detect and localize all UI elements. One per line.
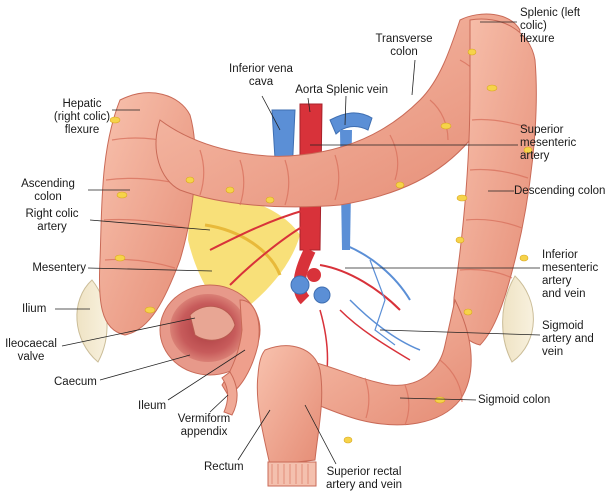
label-ilium: Ilium bbox=[22, 303, 47, 315]
label-mesentery: Mesentery bbox=[32, 262, 86, 274]
label-sigmoid-artery-vein: Sigmoid artery and vein bbox=[542, 320, 594, 358]
label-aorta: Aorta bbox=[295, 84, 323, 96]
label-superior-mesenteric-artery: Superior mesenteric artery bbox=[520, 124, 577, 162]
ileocaecal-valve bbox=[189, 305, 236, 341]
rectum bbox=[256, 345, 323, 466]
caecum bbox=[159, 284, 261, 376]
ileum bbox=[221, 299, 260, 396]
label-inferior-vena-cava: Inferior vena cava bbox=[229, 63, 293, 88]
label-vermiform-appendix: Vermiform appendix bbox=[177, 413, 231, 438]
label-sigmoid-colon: Sigmoid colon bbox=[478, 394, 551, 406]
transverse-colon bbox=[155, 13, 521, 208]
label-inferior-mesenteric: Inferior mesenteric artery and vein bbox=[542, 249, 599, 300]
label-ileocaecal-valve: Ileocaecal valve bbox=[5, 338, 57, 363]
label-caecum: Caecum bbox=[54, 376, 97, 388]
leader-lines bbox=[55, 21, 541, 465]
label-descending-colon: Descending colon bbox=[514, 185, 606, 197]
label-hepatic-flexure: Hepatic (right colic) flexure bbox=[53, 98, 111, 136]
label-superior-rectal: Superior rectal artery and vein bbox=[325, 466, 403, 491]
label-right-colic-artery: Right colic artery bbox=[25, 208, 79, 233]
label-ascending-colon: Ascending colon bbox=[21, 178, 75, 203]
label-transverse-colon: Transverse colon bbox=[375, 33, 433, 58]
vermiform-appendix bbox=[221, 371, 238, 416]
fat-tags bbox=[109, 48, 533, 444]
label-splenic-flexure: Splenic (left colic) flexure bbox=[520, 7, 581, 45]
label-ileum: Ileum bbox=[138, 400, 167, 412]
descending-colon bbox=[453, 18, 537, 346]
label-rectum: Rectum bbox=[204, 461, 244, 473]
label-splenic-vein: Splenic vein bbox=[326, 84, 389, 96]
blood-vessels bbox=[209, 103, 421, 401]
anal-canal bbox=[267, 461, 317, 487]
